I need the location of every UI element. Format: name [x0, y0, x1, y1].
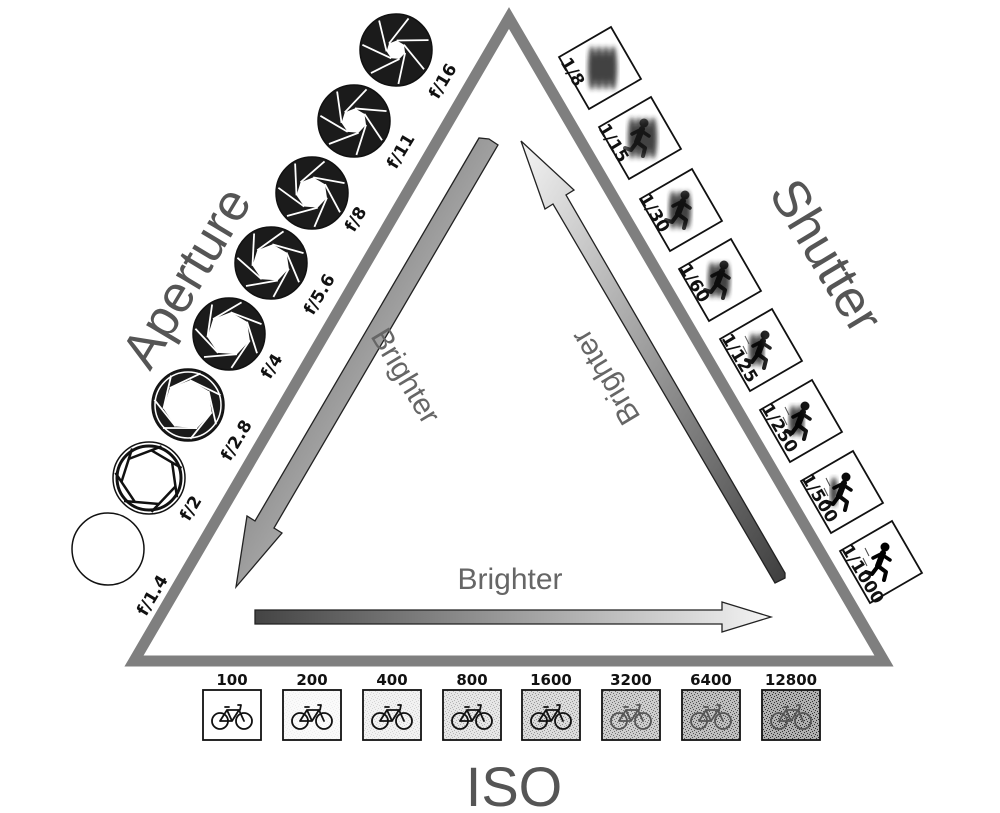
shutter-speed: 1/125 [717, 307, 804, 393]
aperture-stop: f/16 [359, 13, 461, 103]
iso-value-label: 1600 [530, 671, 572, 689]
iso-value-label: 800 [456, 671, 487, 689]
aperture-stop: f/5.6 [234, 226, 340, 319]
iso-value: 800 [442, 671, 502, 741]
aperture-stop-label: f/8 [341, 203, 371, 235]
iso-value: 100 [202, 671, 262, 741]
shutter-title: Shutter [758, 169, 894, 343]
shutter-speed: 1/30 [635, 167, 724, 253]
aperture-stop: f/4 [192, 297, 287, 383]
bicycle-icon [681, 689, 741, 741]
shutter-speed: 1/500 [797, 449, 885, 535]
brighter-label-iso: Brighter [457, 563, 562, 596]
shutter-speed: 1/250 [757, 378, 844, 464]
running-person-icon [758, 378, 844, 464]
exposure-triangle [124, 7, 894, 667]
iso-value-label: 200 [296, 671, 327, 689]
running-person-icon [638, 167, 724, 253]
aperture-stop: f/1.4 [71, 512, 173, 620]
iso-value-label: 400 [376, 671, 407, 689]
running-person-icon [677, 237, 763, 323]
aperture-stop: f/2.8 [151, 368, 257, 465]
bicycle-icon [362, 689, 422, 741]
iso-value-label: 12800 [765, 671, 817, 689]
shutter-speed: 1/1000 [837, 519, 924, 608]
iso-title: ISO [466, 755, 562, 813]
aperture-stop-label: f/4 [257, 350, 287, 382]
bicycle-icon [601, 689, 661, 741]
aperture-blades-icon [275, 156, 349, 230]
iso-values: 100 200 400 800 1600 3200 6400 12800 [202, 671, 821, 741]
iso-value: 3200 [601, 671, 661, 741]
aperture-blades-icon [359, 13, 433, 87]
aperture-blades-icon [192, 297, 266, 371]
shutter-speed: 1/15 [594, 95, 683, 181]
iso-value: 400 [362, 671, 422, 741]
iso-value-label: 100 [216, 671, 247, 689]
bicycle-icon [521, 689, 581, 741]
running-person-icon [799, 449, 885, 535]
aperture-stop-label: f/16 [425, 60, 461, 102]
shutter-speed: 1/8 [556, 25, 643, 111]
aperture-stop-label: f/11 [383, 130, 419, 172]
bicycle-icon [202, 689, 262, 741]
aperture-blades-icon [112, 441, 186, 515]
aperture-stop: f/8 [275, 156, 371, 236]
iso-value-label: 6400 [690, 671, 732, 689]
iso-value: 1600 [521, 671, 581, 741]
aperture-blades-icon [234, 226, 308, 300]
aperture-stop: f/11 [317, 84, 419, 173]
running-person-icon [597, 95, 683, 181]
aperture-stop-label: f/2 [176, 492, 206, 524]
brighter-arrow-shutter [520, 140, 786, 584]
iso-value: 200 [282, 671, 342, 741]
running-person-icon [718, 307, 804, 393]
iso-value: 6400 [681, 671, 741, 741]
aperture-blades-icon [151, 368, 225, 442]
bicycle-icon [282, 689, 342, 741]
shutter-speed: 1/60 [675, 237, 763, 323]
brighter-label-aperture: Brighter [364, 323, 446, 430]
aperture-blades-icon [317, 84, 391, 158]
iso-value: 12800 [761, 671, 821, 741]
bicycle-icon [442, 689, 502, 741]
bicycle-icon [761, 689, 821, 741]
iso-value-label: 3200 [610, 671, 652, 689]
brighter-arrow-aperture [235, 137, 499, 590]
running-person-icon [557, 25, 643, 111]
aperture-blades-icon [71, 512, 145, 586]
running-person-icon [838, 519, 924, 605]
brighter-arrow-iso [254, 601, 774, 633]
aperture-stop: f/2 [112, 441, 206, 525]
